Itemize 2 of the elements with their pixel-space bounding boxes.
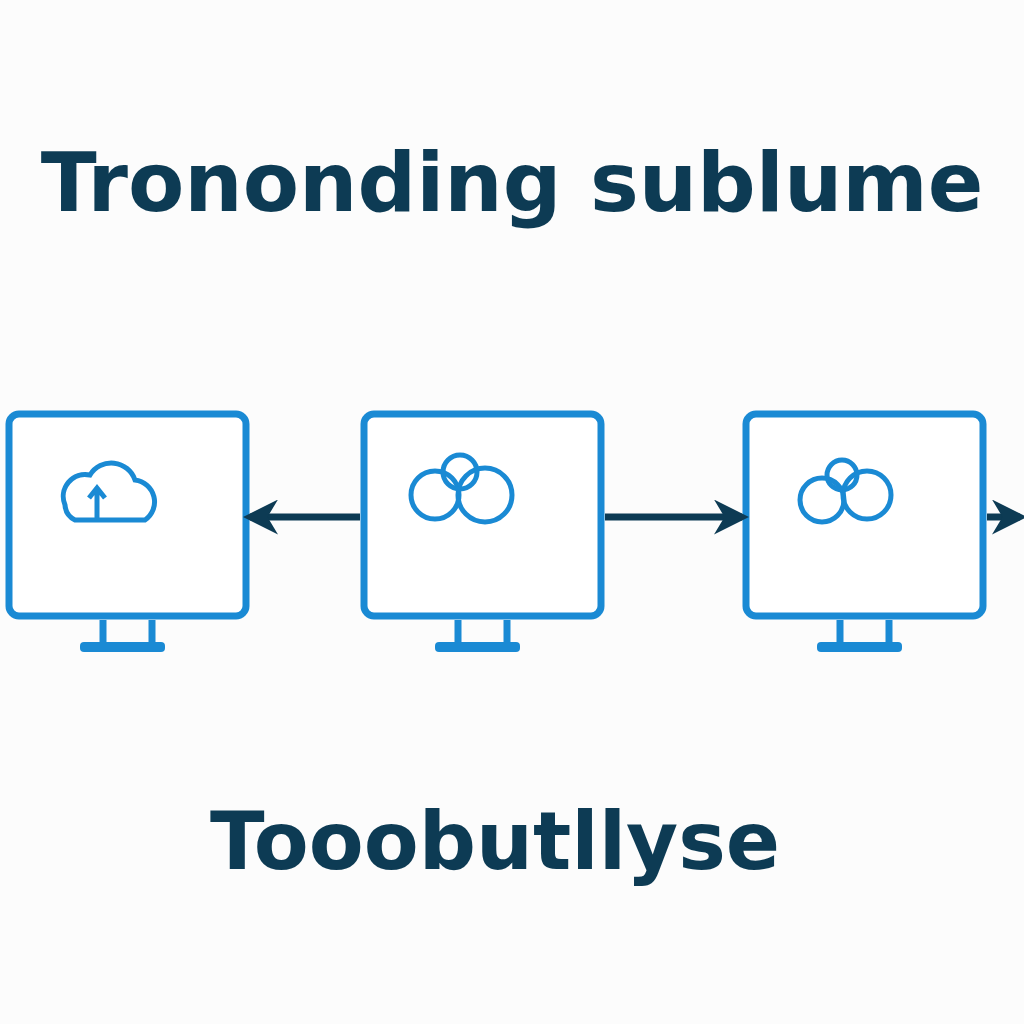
caption: Tooobutllyse bbox=[208, 795, 782, 888]
title: Trononding sublume bbox=[39, 135, 985, 230]
